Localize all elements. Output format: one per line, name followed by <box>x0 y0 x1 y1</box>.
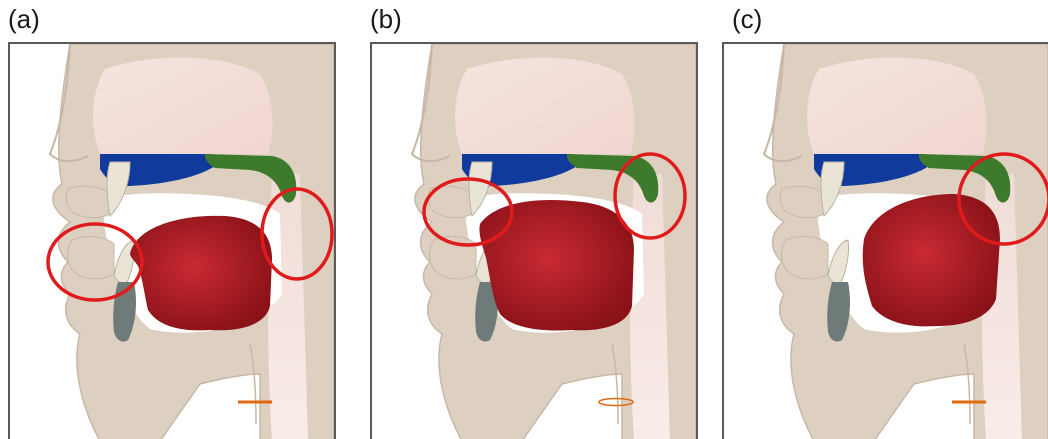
label-a: (a) <box>8 2 40 36</box>
lower-lip <box>782 237 829 279</box>
tongue <box>130 216 272 331</box>
nasal-cavity <box>93 58 272 154</box>
tongue <box>479 200 634 330</box>
label-c: (c) <box>732 2 762 36</box>
panel-a <box>8 42 336 439</box>
panel-b <box>370 42 698 439</box>
vocal-tract-diagram <box>724 44 1048 439</box>
upper-lip <box>66 186 110 217</box>
nasal-cavity <box>807 58 986 154</box>
nasal-cavity <box>455 58 634 154</box>
lower-lip <box>68 237 115 279</box>
panel-c <box>722 42 1048 439</box>
tongue <box>863 194 1000 326</box>
vocal-tract-diagram <box>10 44 334 439</box>
upper-lip <box>780 186 824 217</box>
vocal-tract-diagram <box>372 44 696 439</box>
label-b: (b) <box>370 2 402 36</box>
